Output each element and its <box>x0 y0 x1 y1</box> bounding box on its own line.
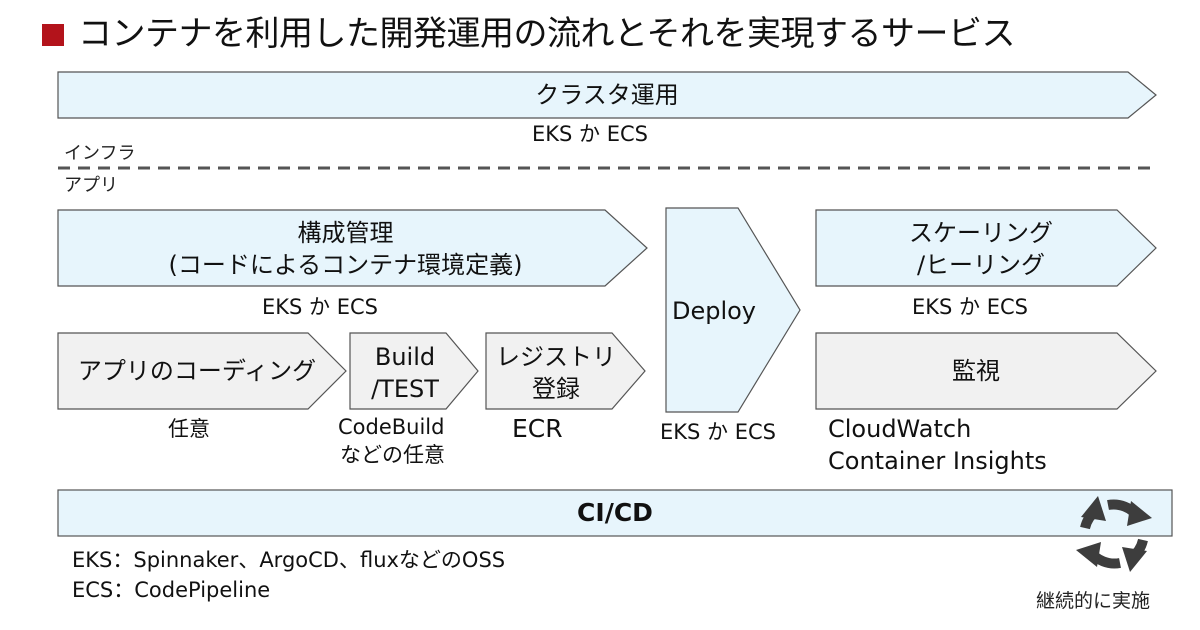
build-label-line2: /TEST <box>371 375 439 403</box>
deploy-label: Deploy <box>671 297 757 325</box>
cicd-ecs-note: ECS：CodePipeline <box>72 578 271 602</box>
monitoring-label: 監視 <box>952 357 1000 385</box>
coding-arrow <box>57 332 347 410</box>
config-mgmt-arrow <box>57 209 648 287</box>
registry-label-line2: 登録 <box>532 375 580 403</box>
continuous-label: 継続的に実施 <box>1036 590 1151 612</box>
cicd-eks-note: EKS：Spinnaker、ArgoCD、fluxなどのOSS <box>72 548 506 572</box>
build-service-line2: などの任意 <box>340 443 445 467</box>
deploy-arrow <box>665 207 801 413</box>
registry-arrow <box>485 332 646 410</box>
monitoring-arrow <box>815 332 1157 410</box>
app-layer-label: アプリ <box>64 175 118 196</box>
cycle-icon <box>1076 496 1152 572</box>
monitoring-service-line2: Container Insights <box>828 447 1047 475</box>
cicd-bar <box>57 489 1173 537</box>
registry-service: ECR <box>512 414 563 443</box>
scaling-label-line1: スケーリング <box>909 219 1053 247</box>
scaling-label-line2: /ヒーリング <box>916 251 1046 279</box>
build-label-line1: Build <box>374 343 436 371</box>
infra-layer-label: インフラ <box>64 143 136 164</box>
cicd-label: CI/CD <box>577 498 653 527</box>
deploy-service: EKS か ECS <box>660 420 776 444</box>
config-mgmt-label-line2: (コードによるコンテナ環境定義) <box>168 251 523 279</box>
cluster-ops-arrow <box>57 71 1157 119</box>
title-bullet <box>42 24 64 46</box>
cluster-ops-service: EKS か ECS <box>532 122 648 146</box>
page-title: コンテナを利用した開発運用の流れとそれを実現するサービス <box>78 14 1015 54</box>
coding-service: 任意 <box>168 417 210 441</box>
scaling-arrow <box>815 209 1157 287</box>
config-mgmt-service: EKS か ECS <box>262 295 378 319</box>
monitoring-service-line1: CloudWatch <box>828 415 972 443</box>
cluster-ops-label: クラスタ運用 <box>535 81 679 109</box>
build-arrow <box>349 332 479 410</box>
coding-label: アプリのコーディング <box>77 357 317 385</box>
registry-label-line1: レジストリ <box>496 343 616 371</box>
config-mgmt-label-line1: 構成管理 <box>297 219 394 247</box>
scaling-service: EKS か ECS <box>912 295 1028 319</box>
build-service-line1: CodeBuild <box>338 415 445 439</box>
